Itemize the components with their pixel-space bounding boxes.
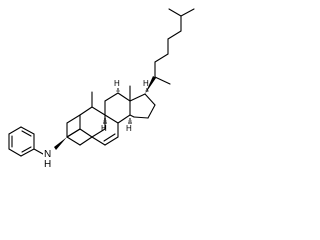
h8-label: H — [114, 79, 120, 88]
hash-h9 — [103, 118, 107, 124]
amine-n-label: N — [44, 149, 51, 160]
h9-label: H — [101, 124, 107, 133]
ring-a — [66, 106, 106, 138]
ring-b — [91, 114, 119, 146]
hash-h8 — [116, 88, 120, 92]
side-chain — [145, 8, 195, 94]
h17-label: H — [143, 79, 149, 88]
phenyl-ring — [8, 126, 35, 157]
ring-d — [129, 93, 156, 119]
h14-label: H — [126, 124, 132, 133]
bond-phenyl-n — [33, 148, 44, 155]
ring-a-bonds — [66, 114, 93, 146]
ring-c — [104, 92, 131, 124]
hash-h14 — [128, 118, 132, 124]
wedge-c3-n — [54, 137, 67, 150]
amine-h-label: H — [44, 159, 51, 170]
hash-h17 — [145, 88, 149, 92]
molecule-structure: N H H H H H — [8, 8, 195, 170]
